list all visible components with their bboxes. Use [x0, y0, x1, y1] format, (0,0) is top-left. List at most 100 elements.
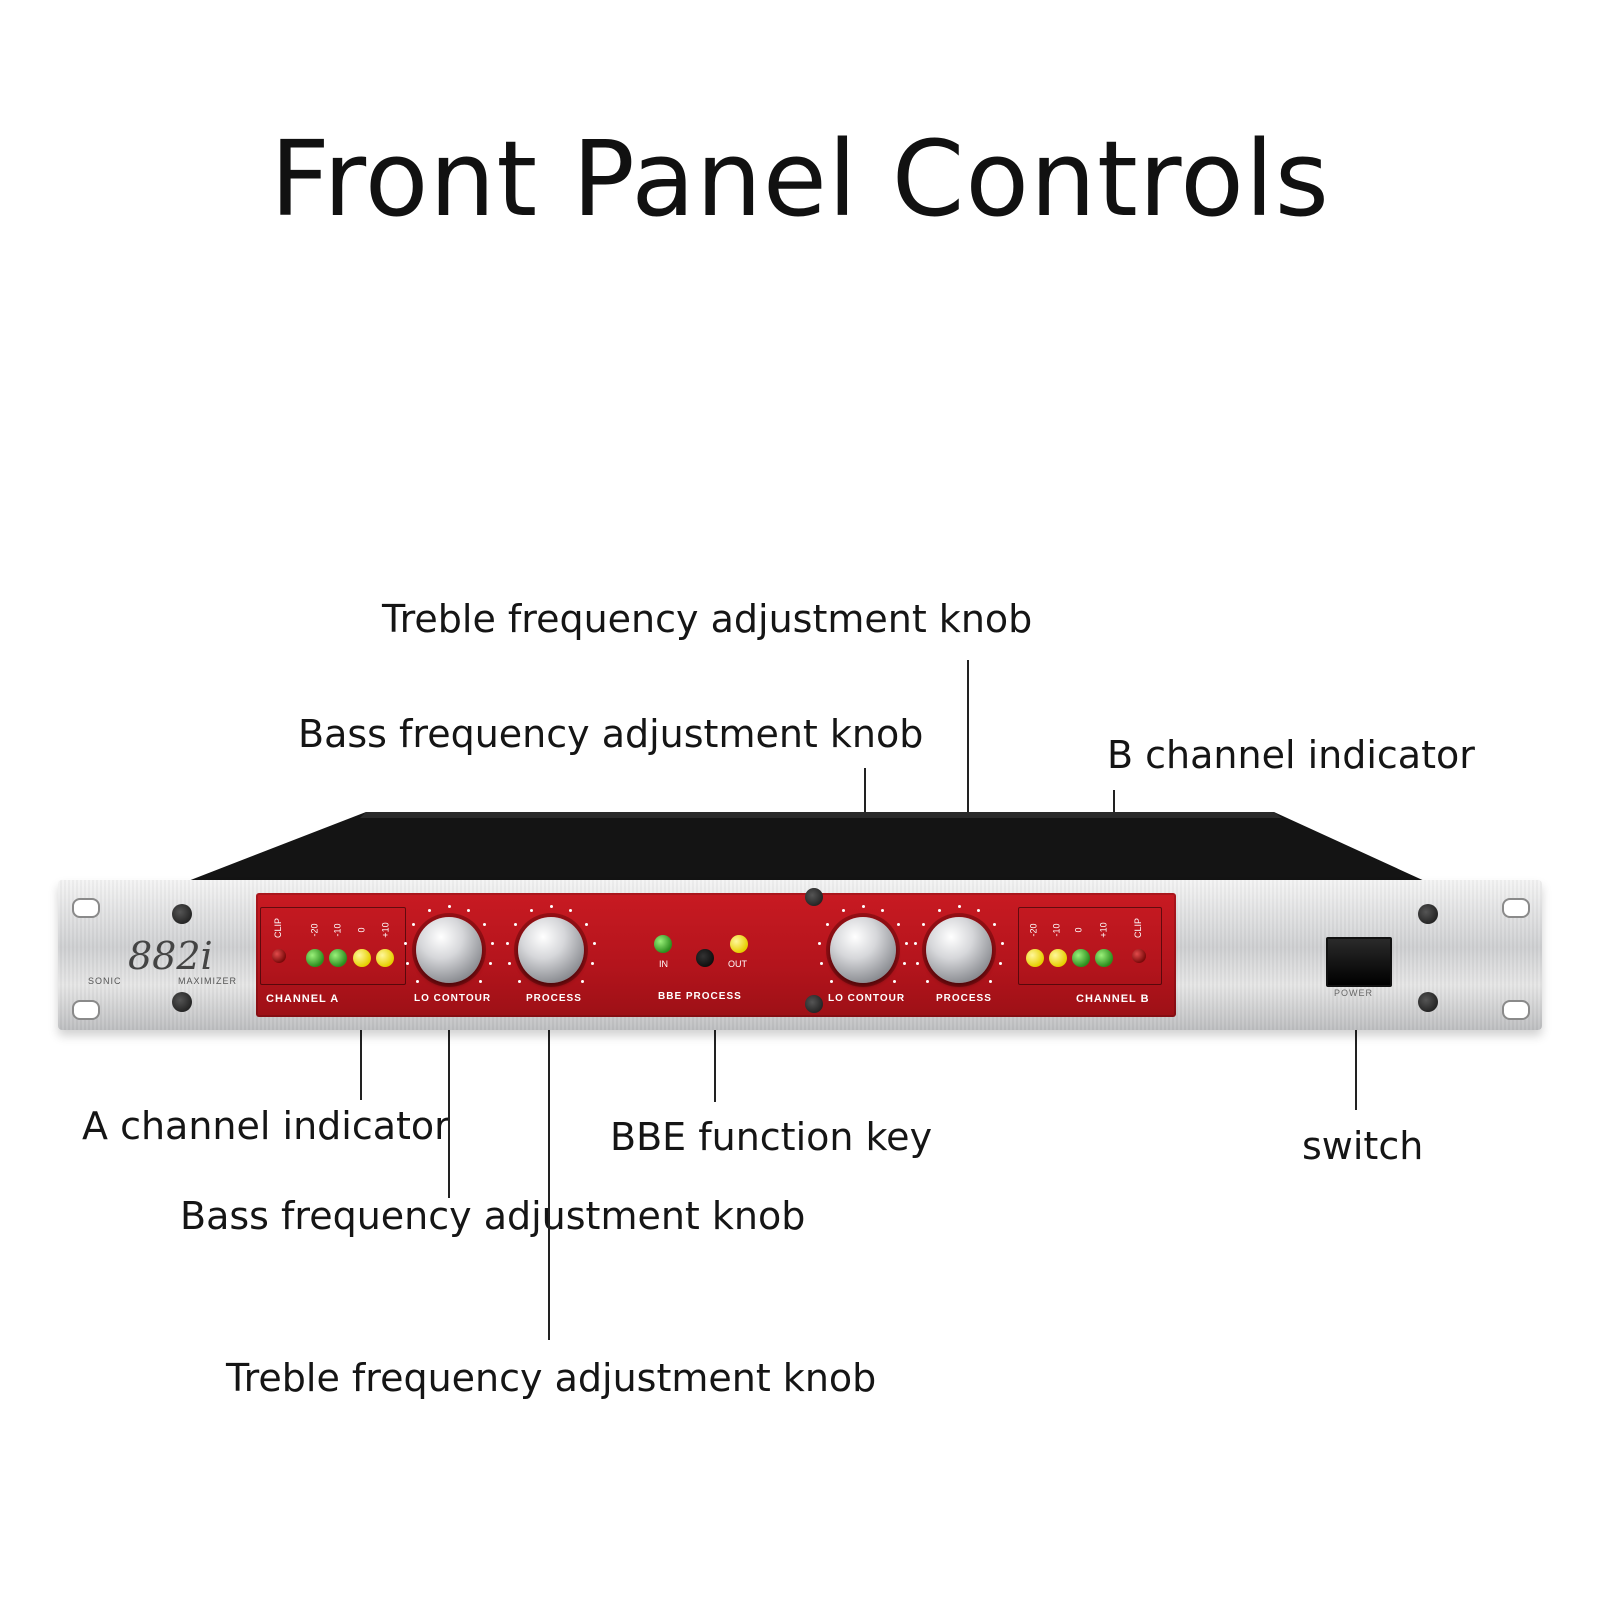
knob-scale-tick: [1000, 941, 1004, 945]
knob-scale-tick: [467, 909, 471, 913]
bbe-out-label: OUT: [728, 959, 747, 969]
knob-scale-tick: [506, 941, 510, 945]
channel-b-led: [1095, 949, 1113, 967]
knob-scale-tick: [529, 909, 533, 913]
knob-scale-tick: [977, 909, 981, 913]
knob-scale-tick: [892, 979, 896, 983]
knob-scale-tick: [921, 922, 925, 926]
knob-scale-tick: [904, 941, 908, 945]
leader-treble-top: [967, 660, 969, 900]
knob-scale-tick: [404, 941, 408, 945]
knob-label: LO CONTOUR: [828, 993, 906, 1004]
callout-switch: switch: [1302, 1124, 1424, 1168]
knob-label: PROCESS: [526, 993, 582, 1004]
bbe-in-label: IN: [659, 959, 668, 969]
screw-icon: [172, 992, 192, 1012]
leader-bbe-key: [714, 1012, 716, 1102]
bbe-label: BBE PROCESS: [658, 991, 742, 1002]
screw-icon: [1418, 904, 1438, 924]
meter-label: 0: [1073, 927, 1084, 933]
knob-scale-tick: [926, 979, 930, 983]
channel-a-clip-led: [272, 949, 286, 963]
channel-b-led: [1049, 949, 1067, 967]
meter-label: -20: [309, 923, 320, 937]
knob-scale-tick: [518, 979, 522, 983]
channel-a-led: [376, 949, 394, 967]
lo-contour-knob-a[interactable]: [416, 917, 482, 983]
channel-b-indicator: [1018, 907, 1162, 985]
channel-a-indicator: [260, 907, 406, 985]
knob-scale-tick: [818, 941, 822, 945]
callout-bbe-key: BBE function key: [610, 1115, 933, 1159]
channel-b-clip-label: CLIP: [1133, 917, 1144, 939]
knob-label: LO CONTOUR: [414, 993, 492, 1004]
lo-contour-knob-b[interactable]: [830, 917, 896, 983]
knob-scale-tick: [825, 922, 829, 926]
knob-label: PROCESS: [936, 993, 992, 1004]
meter-label: -10: [332, 923, 343, 937]
meter-label: -20: [1028, 923, 1039, 937]
channel-a-label: CHANNEL A: [266, 993, 340, 1005]
knob-scale-tick: [861, 904, 865, 908]
knob-scale-tick: [957, 904, 961, 908]
knob-scale-tick: [569, 909, 573, 913]
channel-a-led: [329, 949, 347, 967]
knob-scale-tick: [915, 962, 919, 966]
rack-slot-icon: [1502, 1000, 1530, 1020]
knob-scale-tick: [507, 962, 511, 966]
leader-switch: [1355, 992, 1357, 1110]
knob-scale-tick: [993, 922, 997, 926]
model-logo: 882i: [128, 934, 213, 978]
knob-scale-tick: [489, 962, 493, 966]
knob-scale-tick: [490, 941, 494, 945]
channel-a-led: [353, 949, 371, 967]
leader-a-channel: [360, 1018, 362, 1100]
knob-scale-tick: [549, 904, 553, 908]
knob-scale-tick: [914, 941, 918, 945]
rack-slot-icon: [72, 1000, 100, 1020]
power-switch[interactable]: [1326, 937, 1392, 987]
control-panel: CLIP -20 -10 0 +10 CHANNEL A LO CONTOUR …: [256, 893, 1176, 1017]
brand-right: MAXIMIZER: [178, 976, 238, 986]
knob-scale-tick: [513, 922, 517, 926]
leader-treble-bottom: [548, 1018, 550, 1340]
knob-scale-tick: [405, 962, 409, 966]
page-title: Front Panel Controls: [270, 118, 1330, 240]
bbe-function-key[interactable]: [696, 949, 714, 967]
rack-slot-icon: [72, 898, 100, 918]
knob-scale-tick: [592, 941, 596, 945]
meter-label: +10: [380, 922, 391, 938]
knob-scale-tick: [819, 962, 823, 966]
knob-scale-tick: [580, 979, 584, 983]
knob-scale-tick: [897, 922, 901, 926]
knob-scale-tick: [830, 979, 834, 983]
knob-scale-tick: [881, 909, 885, 913]
knob-scale-tick: [416, 979, 420, 983]
process-knob-a[interactable]: [518, 917, 584, 983]
callout-treble-bottom: Treble frequency adjustment knob: [226, 1356, 877, 1400]
knob-scale-tick: [427, 909, 431, 913]
screw-icon: [805, 995, 823, 1013]
meter-label: +10: [1098, 922, 1109, 938]
knob-scale-tick: [585, 922, 589, 926]
knob-scale-tick: [937, 909, 941, 913]
meter-label: 0: [356, 927, 367, 933]
power-label: POWER: [1334, 988, 1374, 998]
knob-scale-tick: [483, 922, 487, 926]
bbe-in-led: [654, 935, 672, 953]
callout-bass-top: Bass frequency adjustment knob: [298, 712, 924, 756]
bbe-out-led: [730, 935, 748, 953]
knob-scale-tick: [411, 922, 415, 926]
knob-scale-tick: [999, 962, 1003, 966]
callout-a-channel: A channel indicator: [82, 1104, 450, 1148]
meter-label: -10: [1051, 923, 1062, 937]
knob-scale-tick: [903, 962, 907, 966]
process-knob-b[interactable]: [926, 917, 992, 983]
callout-treble-top: Treble frequency adjustment knob: [382, 597, 1033, 641]
channel-b-label: CHANNEL B: [1076, 993, 1150, 1005]
knob-scale-tick: [988, 979, 992, 983]
knob-scale-tick: [447, 904, 451, 908]
rack-slot-icon: [1502, 898, 1530, 918]
channel-a-led: [306, 949, 324, 967]
screw-icon: [1418, 992, 1438, 1012]
